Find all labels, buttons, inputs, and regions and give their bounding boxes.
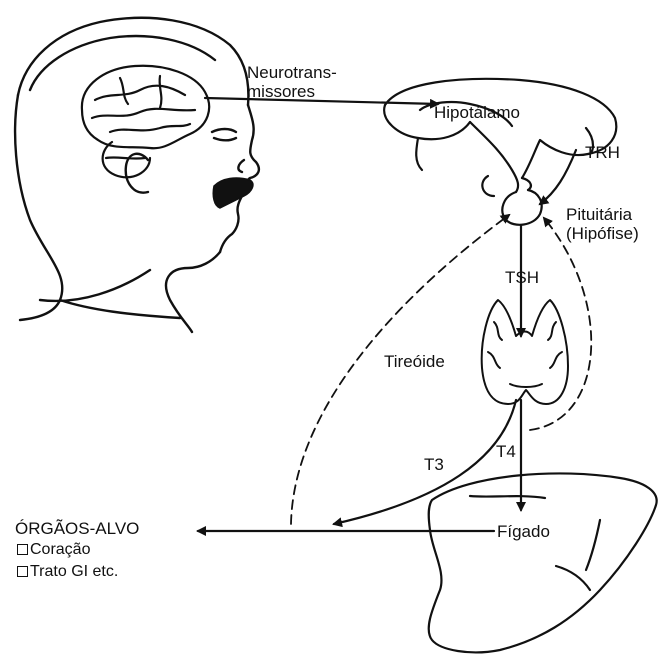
- tsh-label: TSH: [505, 268, 539, 288]
- arrow-brain-to-hypothalamus: [205, 98, 438, 104]
- target-organ-item-heart: Coração: [17, 540, 90, 560]
- hypothalamus-label: Hipotálamo: [434, 103, 520, 123]
- neurotransmitters-label-line2: missores: [247, 82, 315, 102]
- thyroid-gland-illustration: [482, 300, 568, 404]
- arrow-trh-to-pituitary: [540, 150, 576, 204]
- pituitary-label-line1: Pituitária: [566, 205, 632, 225]
- checkbox-square-icon: [17, 566, 28, 577]
- feedback-thyroid-to-pituitary: [530, 218, 591, 430]
- target-organ-item-gi-text: Trato GI etc.: [30, 563, 118, 580]
- checkbox-square-icon: [17, 544, 28, 555]
- brain-illustration: [82, 66, 209, 178]
- target-organ-item-heart-text: Coração: [30, 541, 90, 558]
- trh-label: TRH: [585, 143, 620, 163]
- pathway-arrows: [198, 98, 576, 531]
- hypothalamus-pituitary-illustration: [384, 79, 616, 225]
- liver-illustration: [429, 473, 657, 652]
- neurotransmitters-label-line1: Neurotrans-: [247, 63, 337, 83]
- moustache-illustration: [213, 178, 253, 208]
- thyroid-label: Tireóide: [384, 352, 445, 372]
- t4-label: T4: [496, 442, 516, 462]
- pituitary-label-line2: (Hipófise): [566, 224, 639, 244]
- liver-label: Fígado: [497, 522, 550, 542]
- t3-label: T3: [424, 455, 444, 475]
- target-organs-title: ÓRGÃOS-ALVO: [15, 519, 139, 539]
- target-organ-item-gi: Trato GI etc.: [17, 562, 118, 582]
